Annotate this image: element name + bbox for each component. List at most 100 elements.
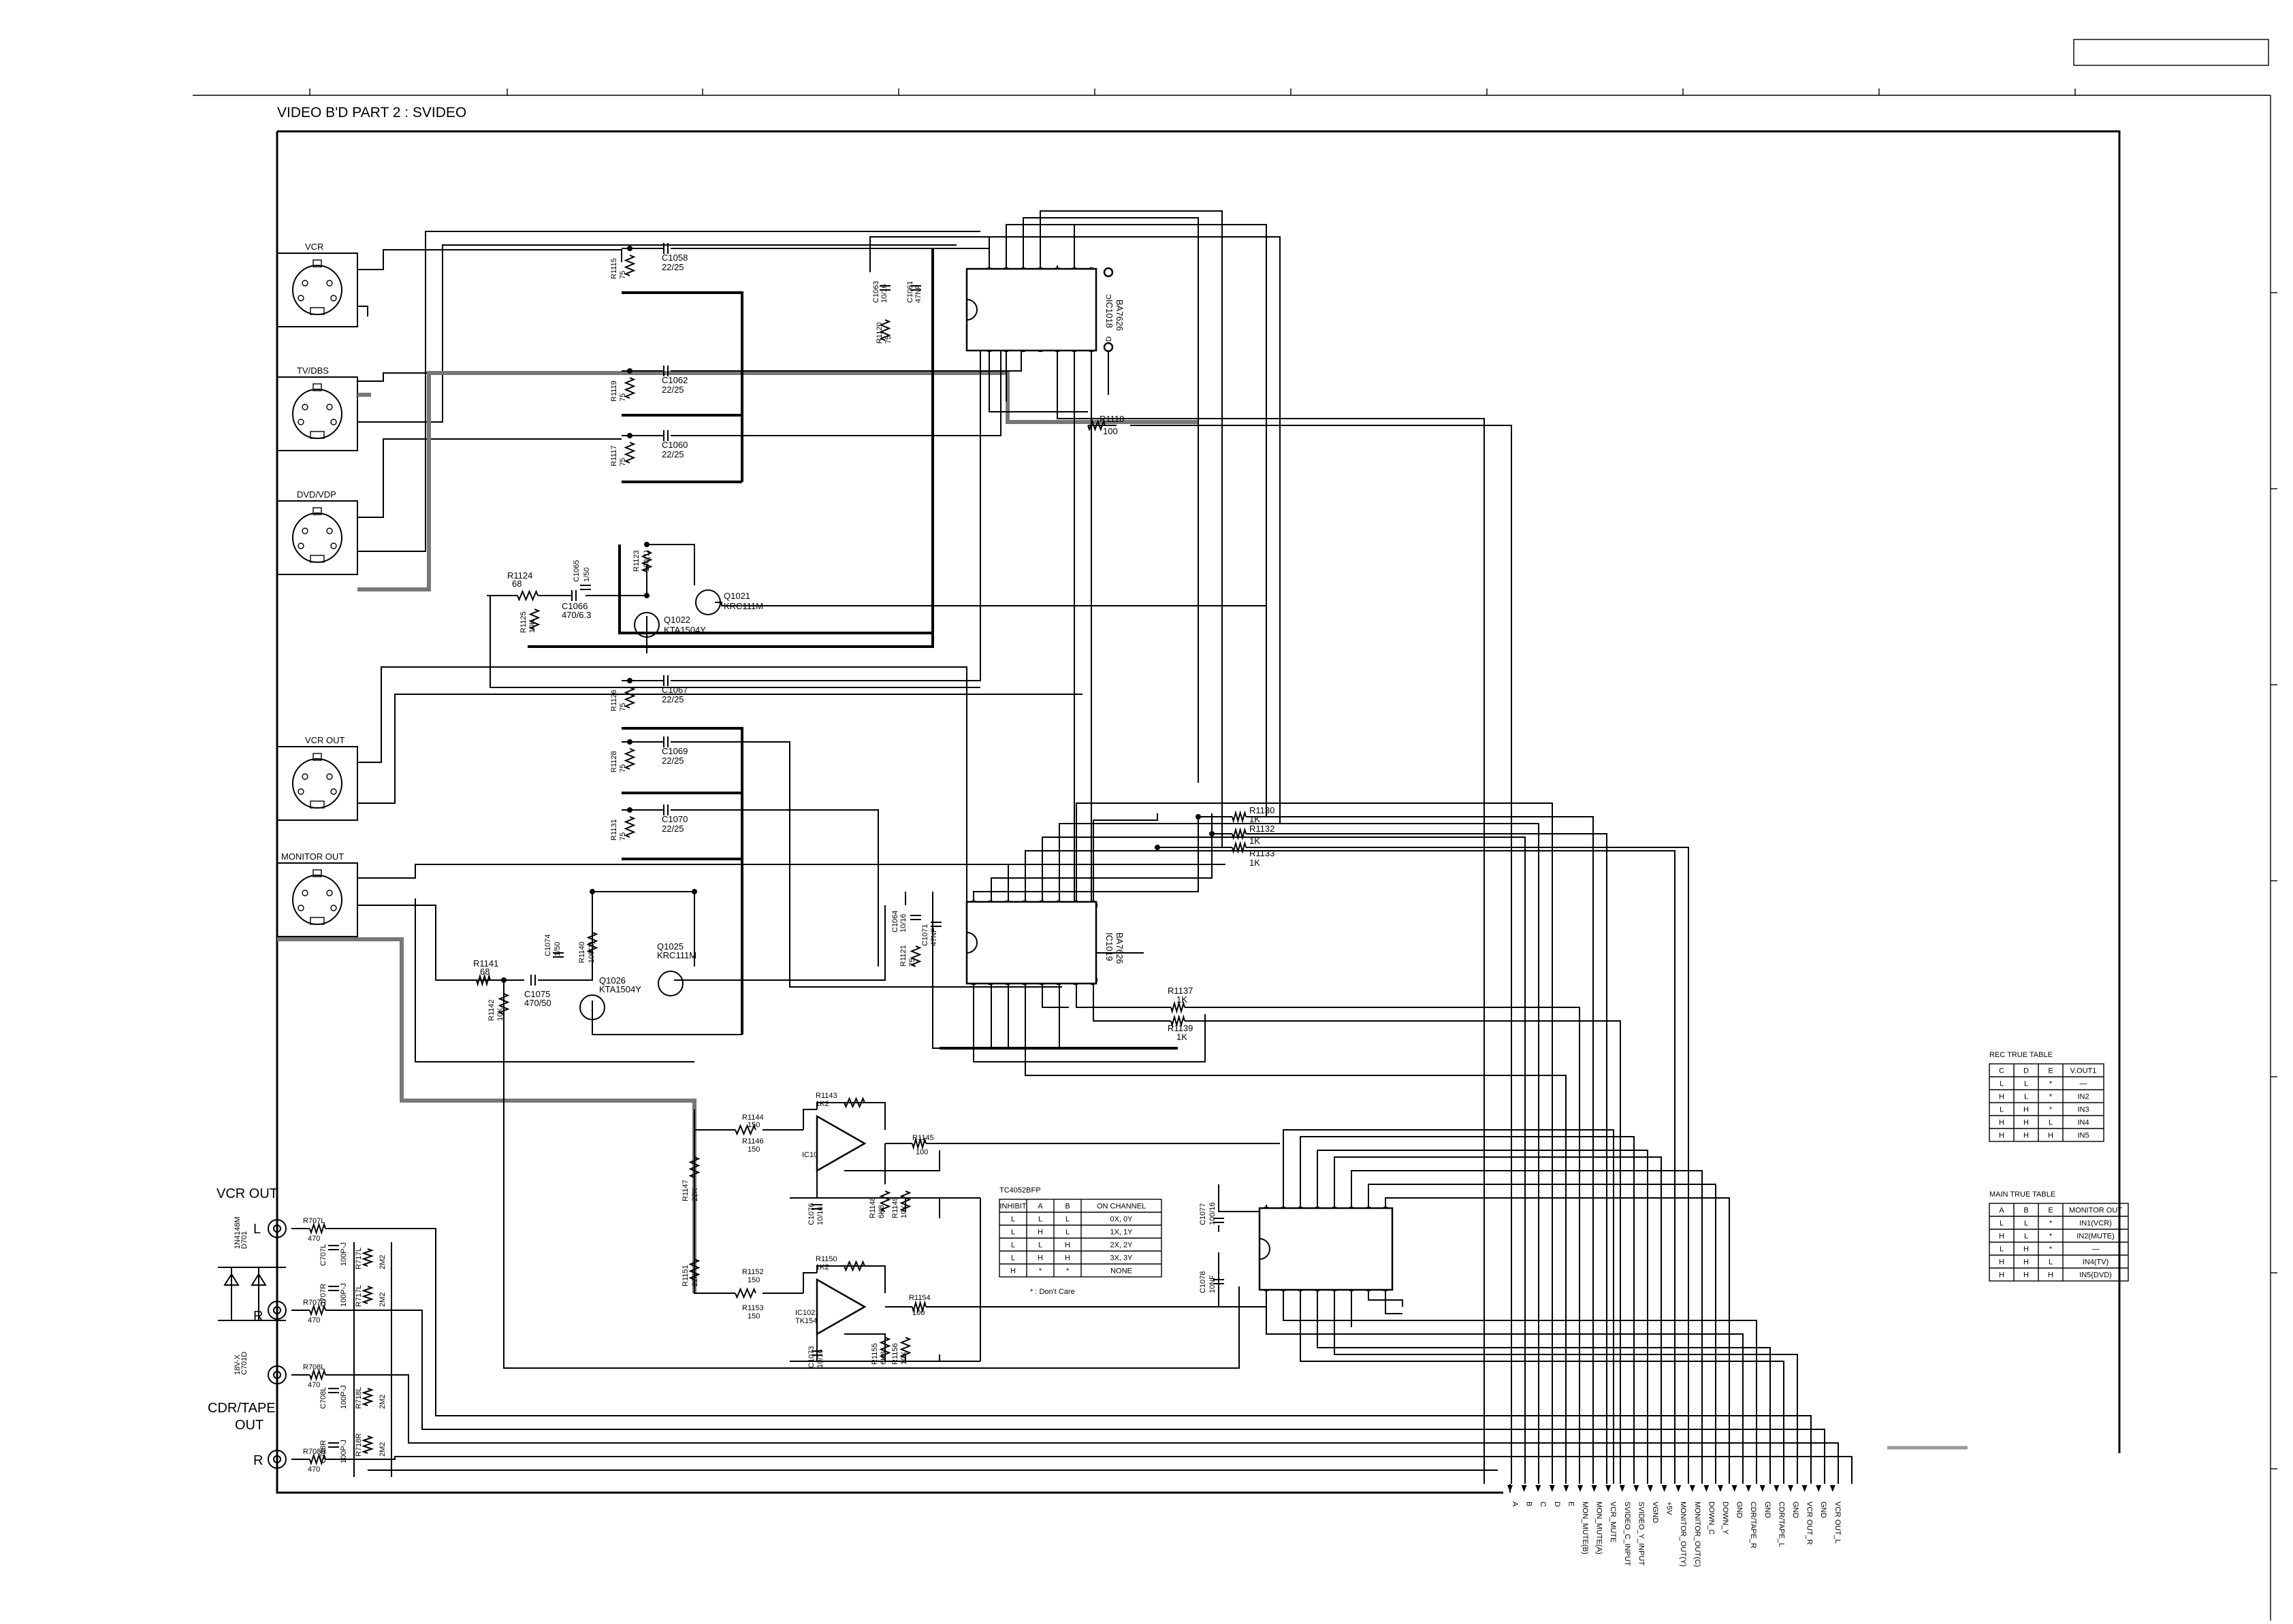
rec-true-table-cell: IN4 [2077, 1118, 2089, 1126]
main-true-table-cell: MONITOR OUT [2069, 1206, 2122, 1214]
c1065-value: 1/50 [583, 568, 591, 582]
c1061-label: C1061 [906, 281, 914, 303]
bus-label: DOWN_Y [1721, 1501, 1729, 1535]
r1131-label: R1131 [610, 819, 618, 841]
r1156-value: 10K [900, 1351, 908, 1365]
r1130-label: R1130 [1249, 805, 1274, 815]
bus-terminal [1816, 1485, 1822, 1492]
r-2m2-value-1: 2M2 [379, 1293, 387, 1307]
main-true-table-cell: IN2(MUTE) [2076, 1232, 2115, 1240]
resistor [361, 1435, 374, 1454]
rec-true-table-title: REC TRUE TABLE [1989, 1051, 2053, 1059]
ic1019-label: IC1019 [1104, 932, 1115, 961]
r717l-label-1: R717L [355, 1285, 363, 1307]
c1060-value: 22/25 [662, 449, 684, 459]
c1078-label: C1078 [1199, 1271, 1207, 1293]
junction-dot [692, 889, 697, 894]
rec-true-table-cell: E [2048, 1067, 2053, 1075]
din-label-dvdvdp: DVD/VDP [297, 489, 336, 500]
din-pin [326, 890, 333, 896]
c1074-value: 1/50 [554, 942, 562, 956]
main-true-table-cell: A [1999, 1206, 2004, 1214]
q1021-label: Q1021 [724, 591, 750, 601]
c1058-label: C1058 [662, 253, 688, 263]
tc4052-truth-table-cell: 2X, 2Y [1110, 1241, 1133, 1249]
r1146-label: R1146 [742, 1137, 764, 1146]
junction-dot [501, 977, 507, 983]
tc4052-truth-table-cell: 3X, 3Y [1110, 1254, 1133, 1262]
r1123-value: 100(1) [643, 550, 651, 572]
bus-terminal [1801, 1485, 1808, 1492]
r1137-value: 1K [1176, 994, 1187, 1005]
c1069-label: C1069 [662, 746, 688, 756]
c1066-value: 470/6.3 [562, 610, 591, 620]
r1147-label: R1147 [682, 1180, 690, 1201]
c1064-value: 10/16 [899, 913, 908, 932]
junction-dot [1196, 814, 1201, 819]
r1143-value: 1K2 [816, 1100, 829, 1108]
resistor [899, 1337, 912, 1359]
main-true-table-title: MAIN TRUE TABLE [1989, 1190, 2055, 1199]
din-frame [276, 746, 358, 821]
main-true-table-cell: H [2023, 1258, 2029, 1266]
c1070-value: 22/25 [662, 824, 684, 834]
main-true-table-cell: * [2049, 1219, 2053, 1227]
rec-true-table-cell: * [2049, 1092, 2053, 1101]
tc4052-truth-table-cell: H [1038, 1254, 1043, 1262]
din-connector-tvdbs: TV/DBS [276, 366, 358, 451]
r1154-value: 100 [912, 1309, 925, 1317]
resistor [879, 319, 891, 341]
main-true-table-cell: H [1999, 1258, 2004, 1266]
r708l-value: 470 [308, 1381, 320, 1389]
bus-label: GND [1735, 1501, 1744, 1519]
rec-true-table-cell: H [2023, 1118, 2029, 1126]
top-ruler [193, 88, 2271, 96]
rec-true-table-cell: IN5 [2077, 1131, 2089, 1139]
c707r-value: 100P-J [340, 1283, 348, 1307]
c1063-label: C1063 [872, 281, 880, 303]
rec-true-table-cell: * [2049, 1105, 2053, 1114]
r1142-label: R1142 [487, 999, 496, 1021]
ic1018-chip [965, 267, 1097, 352]
resistor [1232, 827, 1247, 841]
bus-terminal [1563, 1485, 1569, 1492]
resistor [1170, 1001, 1185, 1014]
din-pin [326, 773, 333, 780]
tc4052-truth-table-cell: * [1039, 1267, 1042, 1275]
bus-label: B [1525, 1501, 1533, 1506]
r1128-value: 75 [619, 764, 627, 773]
r1145-value: 100 [916, 1148, 928, 1156]
r1118-value: 100 [1103, 426, 1118, 436]
resistor [844, 1260, 865, 1272]
ic1018-pin-label: C [1105, 294, 1113, 299]
bus-terminal [1731, 1485, 1737, 1492]
tc4052-truth-table-cell: L [1011, 1241, 1015, 1249]
din-label-vcr: VCR [305, 242, 323, 252]
main-true-table-cell: H [1999, 1271, 2004, 1279]
din-jack [292, 758, 342, 809]
tc4052-truth-table-note: * : Don't Care [1030, 1288, 1075, 1296]
c1078-value: 10NF [1208, 1275, 1217, 1293]
q1026-label: Q1026 [599, 975, 626, 986]
tc4052-truth-table-title: TC4052BFP [999, 1186, 1041, 1195]
r1125-label: R1125 [519, 611, 528, 633]
d701-value: 1N4148M [234, 1216, 242, 1249]
ic1018-pin-label: D [1105, 336, 1113, 342]
resistor [912, 1137, 927, 1150]
din-pin [302, 890, 308, 896]
din-connector-vcrout: VCR OUT [276, 735, 358, 821]
din-pin [302, 527, 308, 534]
r1140-label: R1140 [578, 941, 586, 963]
rec-true-table-cell: L [2000, 1105, 2004, 1114]
resistor [735, 1124, 756, 1136]
junction-dot [590, 889, 595, 894]
resistor [688, 1156, 701, 1178]
resistor [361, 1388, 374, 1406]
main-true-table-cell: H [1999, 1232, 2004, 1240]
r1126-value: 75 [619, 703, 627, 711]
bus-terminal [1661, 1485, 1667, 1492]
bus-terminal [1718, 1485, 1723, 1492]
junction-dot [627, 739, 632, 745]
